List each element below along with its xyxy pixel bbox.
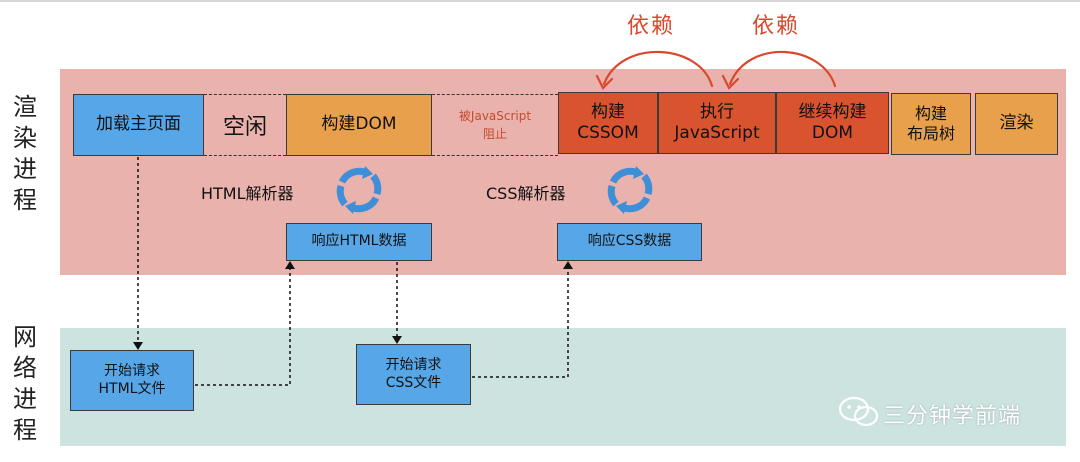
idle-slot: 空闲 [204, 94, 286, 156]
dependency-arrow-1 [595, 50, 714, 90]
top-border [0, 0, 1080, 2]
response-css-label: 响应CSS数据 [587, 233, 672, 250]
dependency-label-2: 依赖 [752, 14, 801, 39]
build-dom-box: 构建DOM [286, 94, 432, 156]
request-html-line2: HTML文件 [98, 380, 166, 397]
dependency-arrow-2 [721, 50, 837, 90]
css-parser-cycle-icon [607, 166, 653, 214]
arrowhead-response-html [285, 261, 295, 269]
blocked-slot: 被JavaScript 阻止 [432, 94, 558, 156]
continue-dom-line2: DOM [811, 123, 854, 143]
request-css-line2: CSS文件 [385, 374, 442, 391]
build-cssom-line1: 构建 [591, 101, 625, 122]
load-main-page-label: 加载主页面 [96, 114, 181, 135]
build-dom-label: 构建DOM [321, 114, 397, 135]
network-process-band [60, 328, 1066, 446]
html-parser-cycle-icon [336, 166, 382, 214]
dependency-label-1: 依赖 [627, 14, 676, 39]
request-css-box: 开始请求 CSS文件 [356, 344, 471, 405]
idle-label: 空闲 [222, 115, 267, 140]
response-html-label: 响应HTML数据 [311, 233, 407, 250]
wechat-icon [838, 396, 879, 427]
response-css-box: 响应CSS数据 [557, 223, 702, 261]
build-layout-tree-box: 构建 布局树 [891, 93, 971, 155]
continue-dom-box: 继续构建 DOM [776, 92, 889, 154]
continue-dom-line1: 继续构建 [798, 101, 867, 122]
build-cssom-box: 构建 CSSOM [558, 92, 658, 154]
request-html-line1: 开始请求 [104, 363, 160, 379]
build-cssom-line2: CSSOM [577, 123, 639, 143]
load-main-page-box: 加载主页面 [73, 94, 204, 156]
build-layout-tree-line2: 布局树 [906, 124, 955, 143]
blocked-label-line2: 阻止 [482, 127, 507, 141]
arrowhead-request-css [392, 336, 402, 344]
request-css-line1: 开始请求 [385, 357, 442, 373]
connector-request-css-to-response [472, 266, 569, 378]
watermark-text: 三分钟学前端 [883, 404, 1022, 429]
connector-request-html-to-response [195, 266, 291, 386]
arrowhead-request-html [133, 342, 143, 350]
paint-label: 渲染 [999, 113, 1034, 134]
arrowhead-response-css [563, 261, 573, 269]
css-parser-label: CSS解析器 [486, 184, 566, 203]
build-layout-tree-line1: 构建 [914, 104, 947, 123]
request-html-box: 开始请求 HTML文件 [70, 350, 194, 411]
html-parser-label: HTML解析器 [201, 184, 294, 203]
execute-js-line2: JavaScript [674, 123, 760, 143]
response-html-box: 响应HTML数据 [286, 223, 432, 261]
paint-box: 渲染 [975, 93, 1058, 155]
execute-js-box: 执行 JavaScript [658, 92, 776, 154]
network-process-label: 网络进程 [13, 323, 37, 444]
execute-js-line1: 执行 [700, 101, 734, 122]
blocked-label-line1: 被JavaScript [458, 109, 532, 123]
render-process-label: 渲染进程 [13, 93, 37, 214]
